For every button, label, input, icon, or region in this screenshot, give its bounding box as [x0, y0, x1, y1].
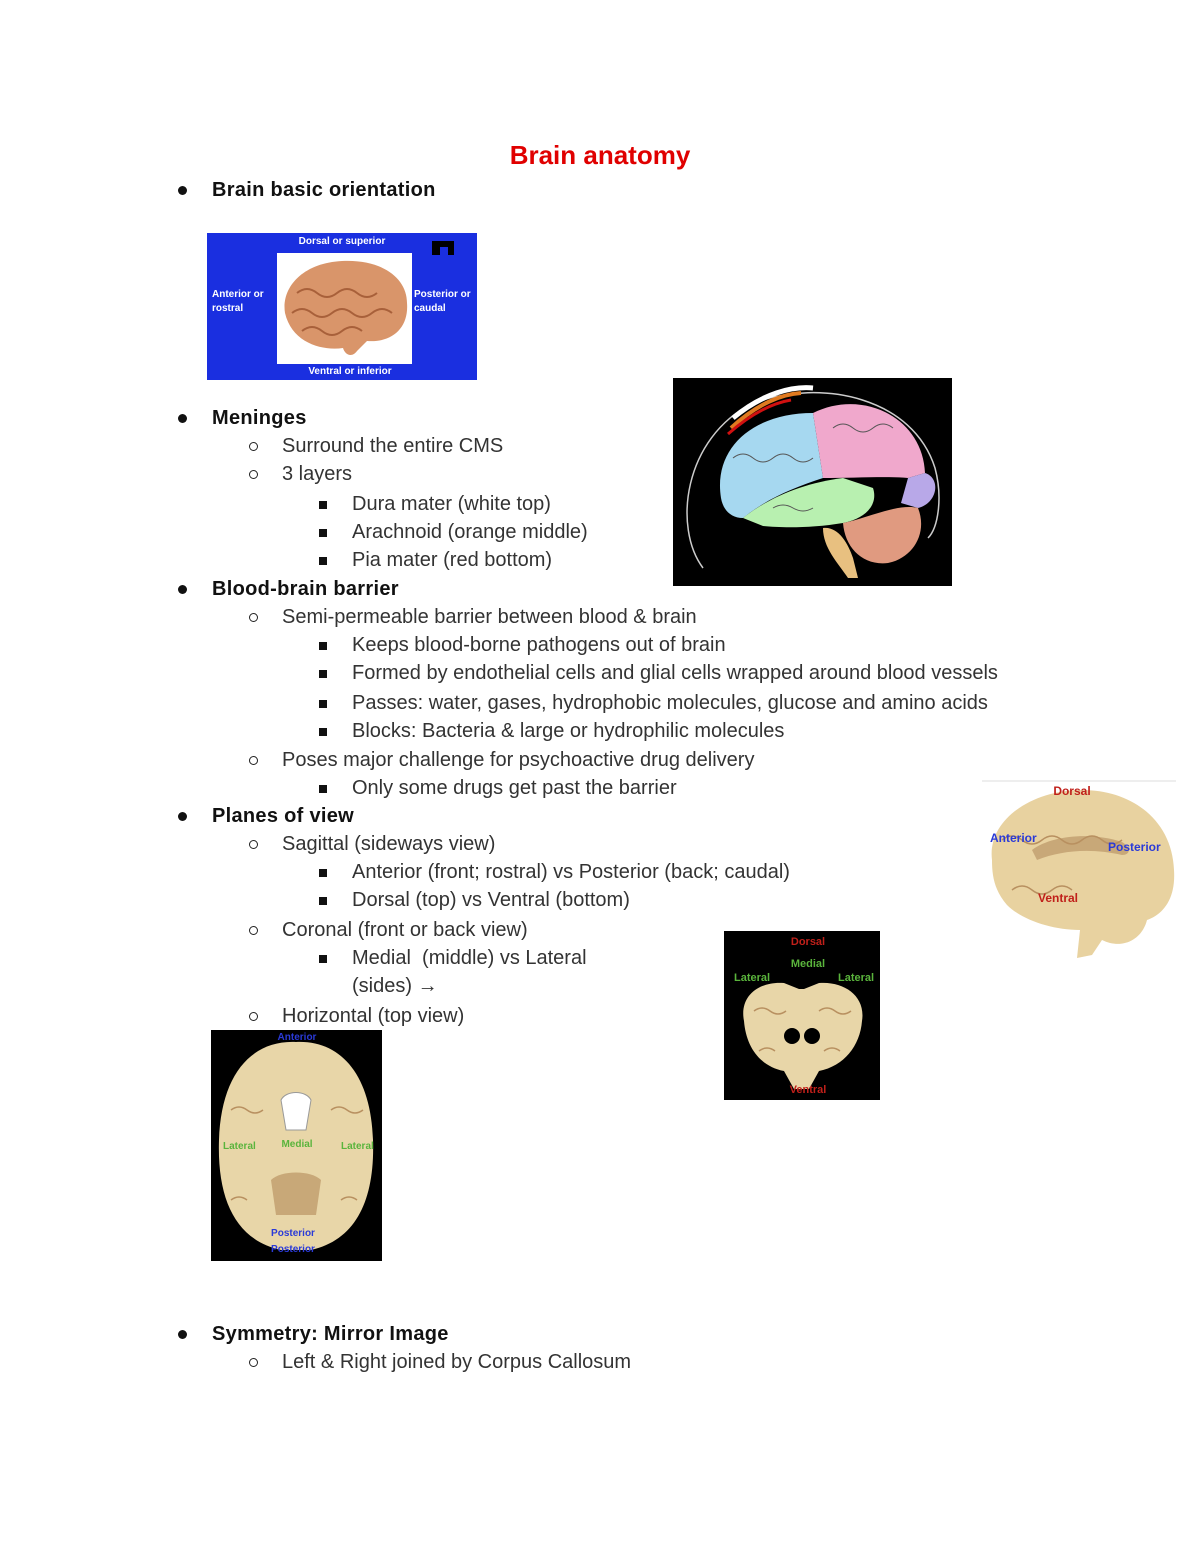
orientation-figure: Dorsal or superior Anterior or rostral P… — [207, 233, 477, 380]
meninges-item: 3 layers — [248, 463, 353, 485]
heading-meninges: Meninges — [178, 407, 307, 429]
orientation-label-right-2: caudal — [414, 303, 446, 314]
planes-coronal-sub-cont: (sides) → — [352, 975, 438, 997]
coronal-label-ventral: Ventral — [790, 1084, 827, 1096]
orientation-label-bottom: Ventral or inferior — [308, 366, 391, 377]
bbb-subitem: Passes: water, gases, hydrophobic molecu… — [319, 692, 988, 714]
horizontal-label-posterior-2: Posterior — [271, 1244, 315, 1255]
bbb-subitem: Formed by endothelial cells and glial ce… — [319, 662, 998, 684]
planes-horizontal: Horizontal (top view) — [248, 1005, 465, 1027]
sagittal-figure: Dorsal Anterior Posterior Ventral — [982, 780, 1176, 966]
meninges-layer: Dura mater (white top) — [319, 493, 551, 515]
coronal-label-lateral-right: Lateral — [838, 972, 874, 984]
planes-sagittal-sub: Dorsal (top) vs Ventral (bottom) — [319, 889, 630, 911]
coronal-label-medial: Medial — [791, 958, 825, 970]
coronal-label-lateral-left: Lateral — [734, 972, 770, 984]
planes-sagittal: Sagittal (sideways view) — [248, 833, 496, 855]
bbb-item: Poses major challenge for psychoactive d… — [248, 749, 755, 771]
sagittal-label-dorsal: Dorsal — [1053, 784, 1090, 798]
orientation-label-left-1: Anterior or — [212, 289, 264, 300]
meninges-layer: Pia mater (red bottom) — [318, 549, 553, 571]
bbb-subitem: Keeps blood-borne pathogens out of brain — [319, 634, 726, 656]
planes-coronal-sub: Medial (middle) vs Lateral — [319, 947, 587, 969]
coronal-figure: Dorsal Medial Lateral Lateral Ventral — [724, 931, 880, 1100]
sagittal-label-posterior: Posterior — [1108, 840, 1161, 854]
heading-planes: Planes of view — [177, 805, 355, 827]
heading-orientation: Brain basic orientation — [178, 179, 436, 201]
heading-symmetry: Symmetry: Mirror Image — [178, 1323, 449, 1345]
page-title: Brain anatomy — [509, 140, 691, 170]
bbb-item: Semi-permeable barrier between blood & b… — [249, 606, 697, 628]
coronal-label-dorsal: Dorsal — [791, 936, 825, 948]
planes-coronal: Coronal (front or back view) — [249, 919, 528, 941]
heading-bbb: Blood-brain barrier — [178, 578, 399, 600]
horizontal-label-anterior: Anterior — [278, 1032, 317, 1043]
horizontal-figure: Anterior Lateral Medial Lateral Posterio… — [211, 1030, 382, 1261]
meninges-brain-figure — [673, 378, 952, 586]
sagittal-label-ventral: Ventral — [1038, 891, 1078, 905]
symmetry-item: Left & Right joined by Corpus Callosum — [248, 1351, 632, 1373]
meninges-layer: Arachnoid (orange middle) — [319, 521, 588, 543]
orientation-label-left-2: rostral — [212, 303, 243, 314]
horizontal-label-medial: Medial — [281, 1139, 312, 1150]
orientation-label-top: Dorsal or superior — [299, 236, 386, 247]
horizontal-label-lateral-right: Lateral — [341, 1141, 374, 1152]
horizontal-label-lateral-left: Lateral — [223, 1141, 256, 1152]
orientation-label-right-1: Posterior or — [414, 289, 471, 300]
sagittal-label-anterior: Anterior — [990, 831, 1037, 845]
bbb-subitem: Only some drugs get past the barrier — [319, 777, 677, 799]
meninges-item: Surround the entire CMS — [248, 435, 504, 457]
horizontal-label-posterior: Posterior — [271, 1228, 315, 1239]
bbb-subitem: Blocks: Bacteria & large or hydrophilic … — [318, 720, 785, 742]
planes-sagittal-sub: Anterior (front; rostral) vs Posterior (… — [319, 861, 790, 883]
